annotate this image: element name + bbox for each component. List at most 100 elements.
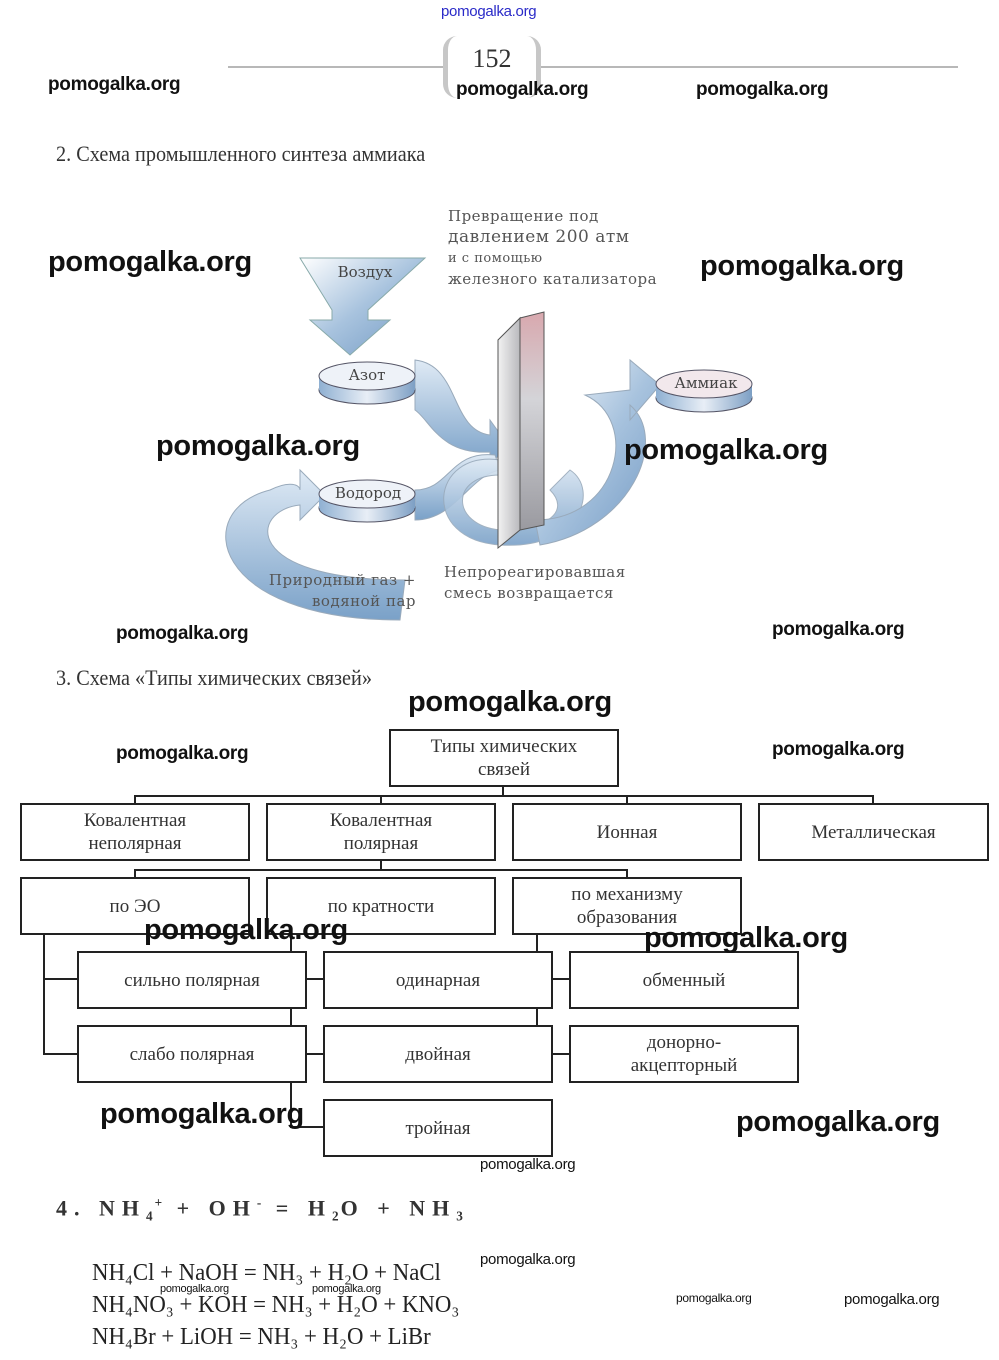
criterion-multiplicity: по кратности (266, 877, 496, 935)
watermark: pomogalka.org (696, 79, 829, 100)
connector (290, 1053, 324, 1055)
bond-type-covalent-nonpolar: Ковалентная неполярная (20, 803, 250, 861)
connector (502, 785, 504, 797)
note-line: и с помощью (448, 251, 543, 266)
formula: O (340, 1195, 365, 1221)
subscript: 3 (456, 1208, 465, 1224)
connector (134, 869, 628, 871)
connector (43, 1053, 79, 1055)
watermark: pomogalka.org (156, 430, 360, 462)
watermark: pomogalka.org (772, 619, 905, 640)
formula: OH (208, 1195, 257, 1221)
watermark: pomogalka.org (144, 914, 348, 946)
reactor-front (497, 316, 521, 550)
site-link[interactable]: pomogalka.org (441, 3, 537, 20)
watermark: pomogalka.org (736, 1106, 940, 1138)
exchange-mechanism: обменный (569, 951, 799, 1009)
ionic-equation: 4. NH4+ + OH- = H2O + NH3 (56, 1195, 465, 1224)
box-label: сильно полярная (124, 969, 260, 991)
box-label: по кратности (327, 895, 435, 917)
bond-type-ionic: Ионная (512, 803, 742, 861)
watermark: pomogalka.org (408, 686, 612, 718)
bond-types-root: Типы химических связей (389, 729, 619, 787)
watermark: pomogalka.org (772, 739, 905, 760)
connector (380, 859, 382, 871)
reactor-side (519, 311, 545, 531)
note-line: водяной пар (311, 592, 416, 610)
source-note: Природный газ + водяной пар (238, 570, 416, 612)
watermark: pomogalka.org (48, 246, 252, 278)
formula: NH (99, 1195, 146, 1221)
bond-type-metallic: Металлическая (758, 803, 989, 861)
box-label: слабо полярная (129, 1043, 255, 1065)
superscript: + (154, 1195, 165, 1210)
equation-3: NH₄Br + LiOH = NH₃ + H₂O + LiBr (92, 1324, 431, 1350)
watermark: pomogalka.org (844, 1291, 940, 1308)
watermark: pomogalka.org (48, 74, 181, 95)
note-line: Превращение под (448, 207, 599, 225)
bond-type-covalent-polar: Ковалентная полярная (266, 803, 496, 861)
box-label: донорно-акцепторный (630, 1032, 738, 1076)
air-label: Воздух (337, 263, 393, 281)
superscript: - (256, 1195, 264, 1210)
triple-bond: тройная (323, 1099, 553, 1157)
connector (536, 1053, 570, 1055)
section-2-heading: 2. Схема промышленного синтеза аммиака (56, 141, 426, 166)
note-line: железного катализатора (448, 270, 658, 288)
watermark: pomogalka.org (116, 743, 249, 764)
header-rule-left (228, 66, 443, 68)
watermark: pomogalka.org (456, 79, 589, 100)
connector (134, 795, 136, 805)
ammonia-synthesis-diagram (225, 257, 753, 621)
watermark: pomogalka.org (480, 1251, 576, 1268)
connector (290, 978, 324, 980)
box-label: двойная (405, 1043, 471, 1065)
section-3-heading: 3. Схема «Типы химических связей» (56, 665, 372, 690)
connector (43, 933, 45, 1055)
formula: H (307, 1195, 332, 1221)
subscript: 2 (331, 1208, 341, 1224)
hydrogen-disc (318, 479, 416, 523)
watermark: pomogalka.org (312, 1283, 381, 1295)
ammonia-label: Аммиак (674, 374, 738, 392)
connector (290, 1126, 324, 1128)
page-number-box: 152 (443, 36, 541, 98)
watermark: pomogalka.org (644, 922, 848, 954)
hydrogen-label: Водород (334, 484, 402, 502)
connector (626, 869, 628, 879)
connector (536, 978, 570, 980)
box-label: Ковалентная неполярная (83, 810, 187, 854)
ammonia-disc (655, 369, 753, 413)
note-line: смесь возвращается (444, 584, 614, 602)
note-line: давлением 200 атм (448, 227, 630, 247)
box-label: тройная (405, 1117, 471, 1139)
recycle-note: Непрореагировавшая смесь возвращается (444, 562, 626, 604)
criterion-electronegativity: по ЭО (20, 877, 250, 935)
donor-acceptor-mechanism: донорно-акцепторный (569, 1025, 799, 1083)
connector (872, 795, 874, 805)
watermark: pomogalka.org (700, 250, 904, 282)
connector (43, 978, 79, 980)
note-line: Непрореагировавшая (444, 563, 626, 581)
box-label: обменный (642, 969, 726, 991)
box-label: по ЭО (109, 895, 161, 917)
source-loop-arrow-icon (225, 468, 406, 621)
connector (380, 795, 382, 805)
box-label: по механизму образования (571, 884, 683, 928)
criterion-mechanism: по механизму образования (512, 877, 742, 935)
watermark: pomogalka.org (116, 623, 249, 644)
conversion-note: Превращение под давлением 200 атм и с по… (448, 206, 657, 290)
single-bond: одинарная (323, 951, 553, 1009)
section-4-number: 4. (56, 1195, 87, 1221)
box-label: Ковалентная полярная (329, 810, 433, 854)
subscript: 4 (146, 1208, 155, 1224)
equation-1: NH₄Cl + NaOH = NH₃ + H₂O + NaCl (92, 1260, 441, 1286)
watermark: pomogalka.org (676, 1291, 752, 1305)
box-label: Металлическая (811, 821, 936, 843)
connector (626, 795, 628, 805)
root-label: Типы химических связей (430, 736, 578, 780)
note-line: Природный газ + (268, 571, 416, 589)
box-label: одинарная (395, 969, 481, 991)
watermark: pomogalka.org (624, 434, 828, 466)
double-bond: двойная (323, 1025, 553, 1083)
